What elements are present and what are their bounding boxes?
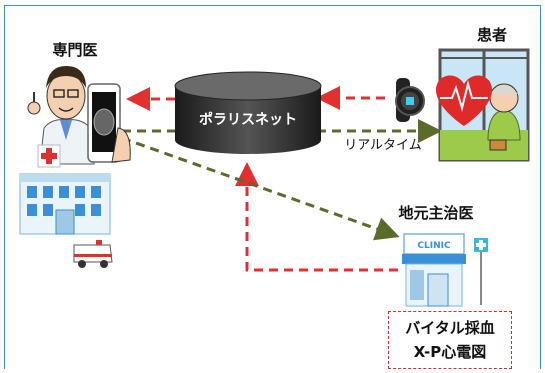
- red-arrow-clinic-to-network: [235, 162, 398, 272]
- vitals-line-1: バイタル採血: [405, 319, 495, 337]
- network-cylinder: [174, 71, 322, 154]
- green-arrow-specialist-to-clinic: [121, 136, 400, 241]
- diagram-frame: [4, 5, 541, 369]
- network-label: ポラリスネット: [199, 111, 297, 128]
- hospital-icon: [19, 144, 111, 235]
- clinic-icon: [402, 233, 488, 307]
- smartwatch-icon: [395, 78, 425, 122]
- clinic-sign: CLINIC: [417, 241, 451, 251]
- vitals-box: バイタル採血 X-P心電図: [388, 311, 512, 369]
- red-arrows: [126, 86, 398, 272]
- patient-label: 患者: [477, 26, 507, 44]
- ambulance-icon: [73, 240, 113, 268]
- tablet-icon: [87, 83, 131, 163]
- patient-elder-icon: [487, 83, 521, 151]
- local-doctor-label: 地元主治医: [398, 204, 473, 222]
- realtime-label: リアルタイム: [344, 138, 422, 153]
- heart-icon: [436, 75, 492, 126]
- vitals-line-2: X-P心電図: [413, 343, 487, 361]
- specialist-label: 専門医: [52, 41, 97, 59]
